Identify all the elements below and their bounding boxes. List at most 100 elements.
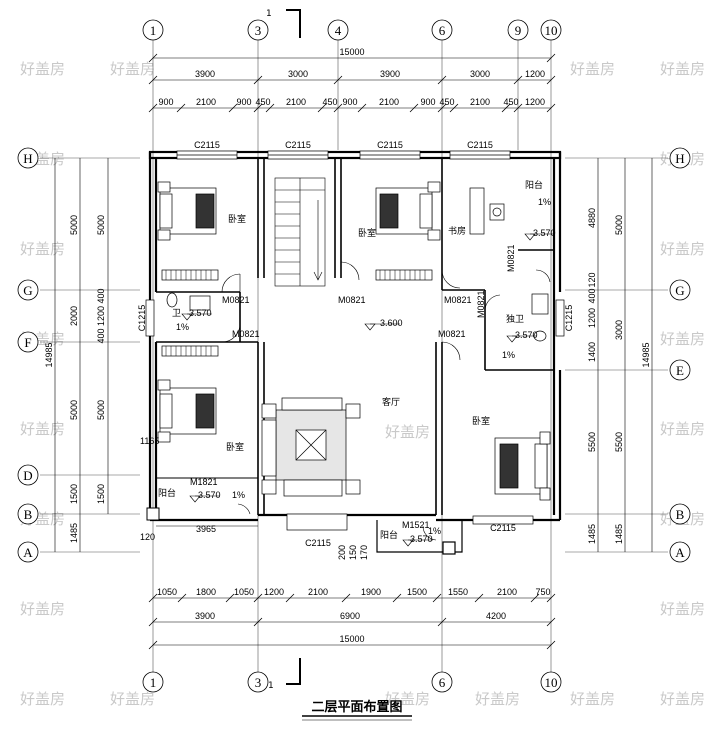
top-dim-ticks	[148, 53, 556, 113]
room-label-balcony: 阳台	[380, 529, 398, 541]
balcony-bottom	[376, 520, 463, 555]
dim-top-detail: 900	[158, 97, 173, 107]
dim-top-detail: 2100	[379, 97, 399, 107]
section-mark-label: 1	[266, 9, 272, 19]
dim-top-main: 3900	[380, 69, 400, 79]
dim-right-inner: 5500	[587, 432, 597, 452]
dim-right-inner: 400	[587, 288, 597, 303]
dim-top-main: 3000	[470, 69, 490, 79]
dim-right-total: 14985	[641, 342, 651, 367]
level-label: 3.570	[533, 228, 556, 238]
room-label-bedroom: 卧室	[358, 227, 376, 239]
doors	[221, 261, 551, 541]
window-tag: C2115	[490, 523, 516, 533]
watermark: 好盖房	[20, 240, 65, 258]
door-tag: M0821	[506, 244, 516, 272]
dim-right-inner: 1200	[587, 308, 597, 328]
staircase	[274, 177, 326, 287]
misc-dim: 3965	[196, 524, 216, 534]
dim-top-detail: 450	[322, 97, 337, 107]
bottom-dimensions	[153, 597, 551, 646]
dim-left-inner: 1500	[96, 484, 106, 504]
balcony-left	[146, 477, 258, 521]
dim-top-detail: 900	[342, 97, 357, 107]
misc-dim: 150	[348, 545, 358, 560]
window-tag: C1215	[564, 305, 574, 332]
level-label: 3.570	[189, 308, 212, 318]
axis-label: H	[23, 151, 32, 166]
bathroom-fixtures	[166, 292, 549, 342]
axis-label: G	[23, 283, 32, 298]
dim-top-main: 1200	[525, 69, 545, 79]
bottom-axis-bubbles: 1 3 6 10	[142, 671, 562, 693]
study-desk	[469, 187, 505, 235]
door-tag: M1821	[190, 477, 218, 487]
windows-bottom	[286, 513, 534, 531]
section-mark-top: 1	[266, 9, 301, 38]
room-label-balcony: 阳台	[158, 487, 176, 499]
misc-dim: 120	[140, 532, 155, 542]
door-tag: M0821	[338, 295, 366, 305]
bottom-dim-ticks	[148, 593, 556, 650]
watermark: 好盖房	[110, 690, 155, 708]
slope-label: 1%	[232, 490, 245, 500]
window-tag: C2115	[377, 140, 403, 150]
dim-right-outer: 1485	[614, 524, 624, 544]
windows-side	[145, 299, 565, 337]
room-label-study: 书房	[448, 225, 466, 237]
wardrobe-hatch	[165, 270, 426, 356]
axis-label: A	[23, 545, 33, 560]
watermark: 好盖房	[475, 690, 520, 708]
dim-left-outer: 1485	[69, 523, 79, 543]
axis-label: 10	[545, 675, 558, 690]
watermark: 好盖房	[20, 600, 65, 618]
door-tag: M0821	[438, 329, 466, 339]
dim-left-outer: 1500	[69, 484, 79, 504]
top-dimensions	[153, 57, 551, 109]
dim-top-detail: 1200	[525, 97, 545, 107]
door-tag: M0821	[476, 290, 486, 318]
watermark: 好盖房	[660, 330, 705, 348]
room-label-living: 客厅	[382, 396, 400, 408]
room-label-bedroom: 卧室	[472, 415, 490, 427]
dim-bottom-detail: 1050	[234, 587, 254, 597]
room-label-balcony: 阳台	[525, 179, 543, 191]
dim-right-inner: 4880	[587, 208, 597, 228]
watermark: 好盖房	[570, 690, 615, 708]
dim-top-detail: 900	[420, 97, 435, 107]
watermark: 好盖房	[20, 690, 65, 708]
axis-label: 6	[439, 675, 446, 690]
level-label: 3.600	[380, 318, 403, 328]
watermark: 好盖房	[660, 600, 705, 618]
dim-bottom-detail: 1200	[264, 587, 284, 597]
level-label: 3.570	[410, 534, 433, 544]
window-tag: C2115	[194, 140, 220, 150]
dim-top-total: 15000	[339, 47, 364, 57]
dim-bottom-main: 3900	[195, 611, 215, 621]
dim-top-detail: 2100	[286, 97, 306, 107]
dim-bottom-detail: 1050	[157, 587, 177, 597]
dim-bottom-main: 6900	[340, 611, 360, 621]
axis-label: 4	[335, 23, 342, 38]
dim-right-outer: 5000	[614, 215, 624, 235]
right-dimensions	[597, 158, 653, 552]
misc-dim: 200	[337, 545, 347, 560]
axis-label: H	[675, 151, 684, 166]
dim-top-detail: 450	[255, 97, 270, 107]
dim-right-inner: 1485	[587, 524, 597, 544]
misc-dim: 170	[359, 545, 369, 560]
axis-label: B	[676, 507, 685, 522]
room-label-bath: 卫	[172, 309, 181, 319]
bed	[494, 431, 551, 501]
window-tag: C2115	[467, 140, 493, 150]
section-mark-label: 1	[268, 681, 274, 691]
axis-label: 6	[439, 23, 446, 38]
room-label-bedroom: 卧室	[226, 441, 244, 453]
dim-bottom-detail: 1500	[407, 587, 427, 597]
dim-left-outer: 5000	[69, 400, 79, 420]
watermark: 好盖房	[660, 690, 705, 708]
dim-top-detail: 450	[503, 97, 518, 107]
axis-label: 3	[255, 675, 262, 690]
axis-label: D	[23, 468, 32, 483]
dim-left-outer: 2000	[69, 306, 79, 326]
